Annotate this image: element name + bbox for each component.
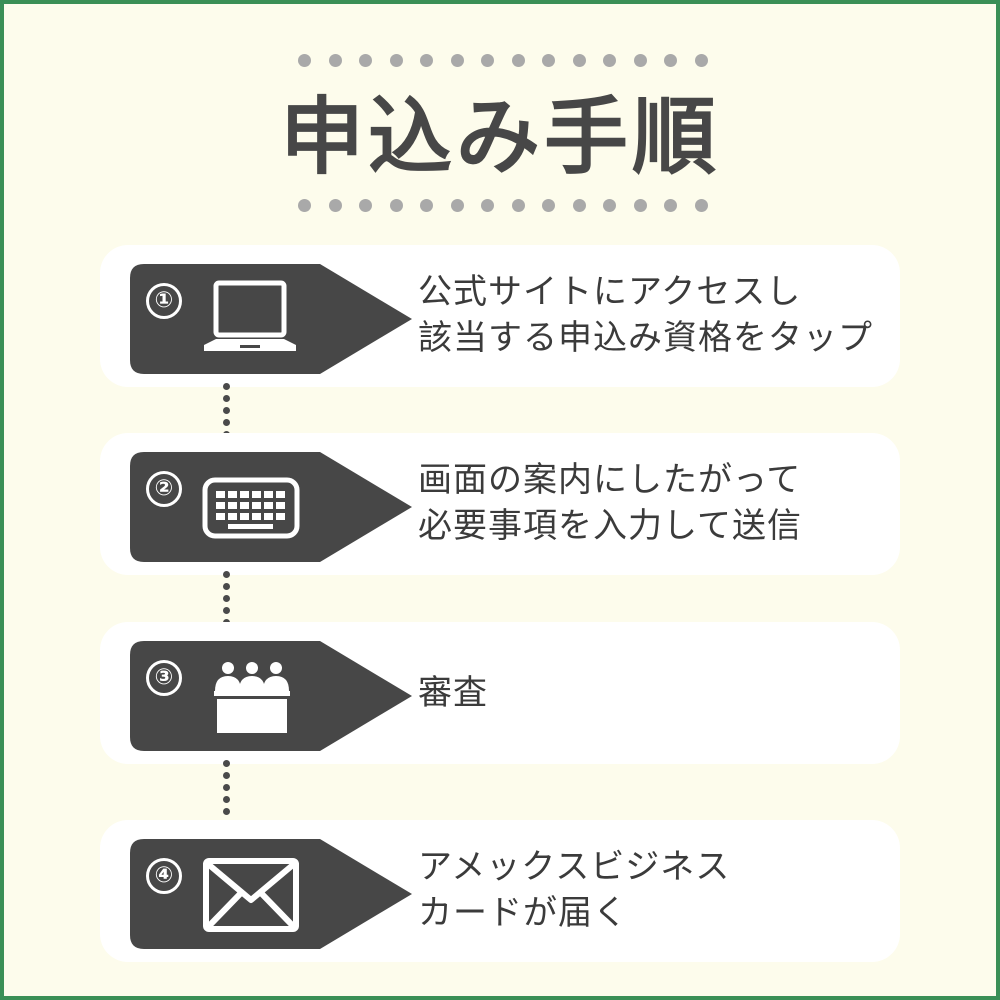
step-card-2: ② 画面の案内にしたがって 必要事項を入力して送信 [100,433,900,575]
step-card-4: ④ アメックスビジネス カードが届く [100,820,900,962]
step-number-2: ② [146,471,182,507]
step-text-4: アメックスビジネス カードが届く [418,844,730,936]
step-tag-1: ① [130,264,412,374]
step-card-1: ① 公式サイトにアクセスし 該当する申込み資格をタップ [100,245,900,387]
keyboard-icon [202,477,300,539]
step-connector-1 [222,383,230,438]
title-top-dotted-rule [298,53,708,67]
step-tag-shape [130,264,412,374]
title-bottom-dotted-rule [298,198,708,212]
step-tag-4: ④ [130,839,412,949]
step-text-3: 審査 [418,670,488,716]
page-title: 申込み手順 [279,88,720,186]
laptop-icon [204,280,296,351]
step-number-1: ① [146,283,182,319]
step-3-line-1: 審査 [418,673,488,713]
envelope-icon [203,858,299,932]
step-tag-shape [130,839,412,949]
step-4-line-2: カードが届く [418,893,628,933]
step-1-line-1: 公式サイトにアクセスし [418,272,802,312]
step-text-2: 画面の案内にしたがって 必要事項を入力して送信 [418,457,802,549]
step-tag-2: ② [130,452,412,562]
step-text-1: 公式サイトにアクセスし 該当する申込み資格をタップ [418,269,873,361]
step-number-3: ③ [146,660,182,696]
step-2-line-1: 画面の案内にしたがって [418,460,802,500]
step-1-line-2: 該当する申込み資格をタップ [418,318,873,358]
step-4-line-1: アメックスビジネス [418,847,731,887]
step-card-3: ③ 審査 [100,622,900,764]
review-panel-icon [214,662,290,733]
step-number-4: ④ [146,858,182,894]
step-connector-3 [222,760,230,815]
step-tag-3: ③ [130,641,412,751]
step-2-line-2: 必要事項を入力して送信 [418,506,802,546]
step-connector-2 [222,571,230,626]
